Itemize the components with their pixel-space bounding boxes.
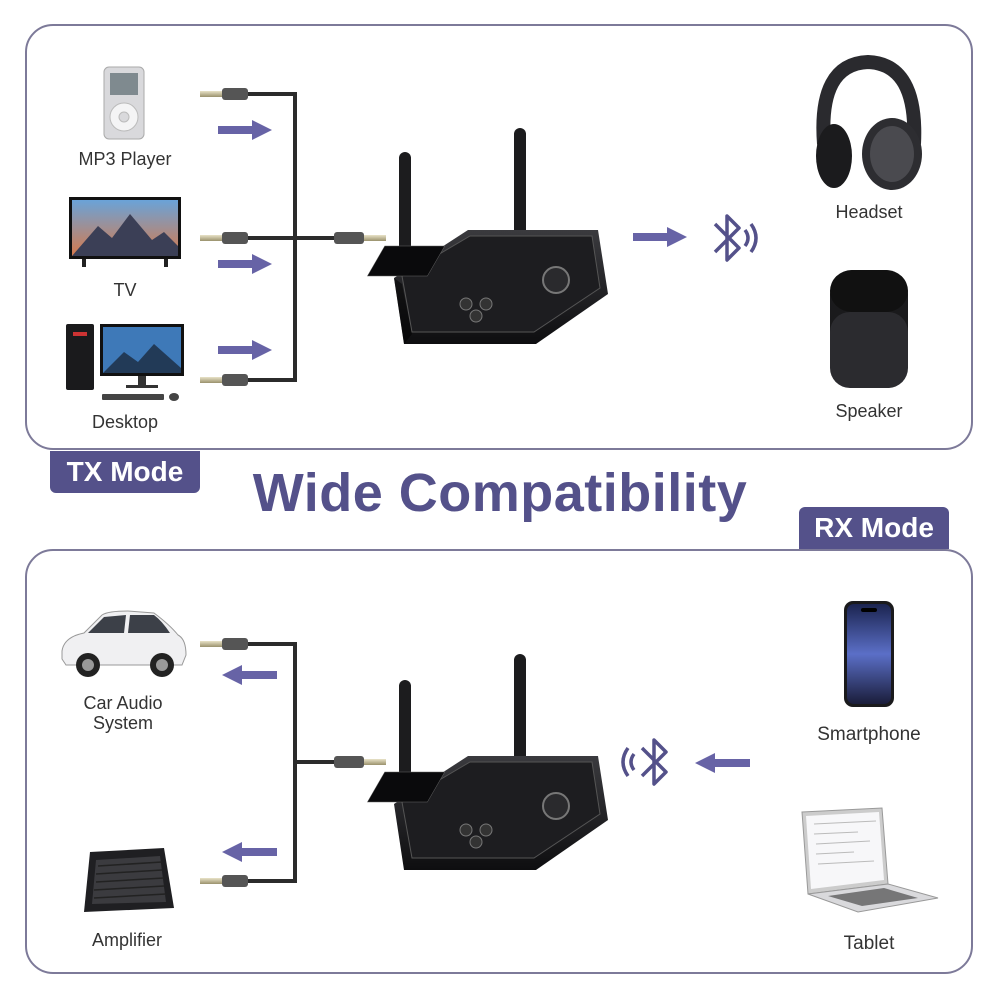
tx-cable-bundle — [200, 88, 386, 386]
smartphone-label: Smartphone — [817, 724, 921, 745]
smartphone-icon — [844, 601, 894, 707]
transmitter-device-icon — [367, 128, 608, 344]
tv-icon — [69, 197, 181, 267]
rx-cable-bundle — [200, 638, 386, 887]
car-audio-system-label: Car Audio System — [83, 693, 163, 733]
rx-in-arrow-icon — [695, 753, 750, 773]
speaker-label: Speaker — [835, 401, 903, 421]
headset-icon — [816, 54, 922, 190]
receiver-device-icon — [367, 654, 608, 870]
tx-arrow-icon — [218, 340, 272, 360]
mp3-player-icon — [103, 66, 145, 140]
tablet-label: Tablet — [843, 933, 895, 954]
tx-arrow-icon — [218, 120, 272, 140]
rx-arrow-icon — [222, 842, 277, 862]
amplifier-icon — [84, 848, 174, 912]
mp3-player-label: MP3 Player — [78, 149, 172, 169]
tx-arrow-icon — [218, 254, 272, 274]
tv-label: TV — [113, 280, 137, 300]
car-icon — [61, 610, 187, 677]
rx-mode-tag: RX Mode — [799, 507, 949, 549]
desktop-icon — [66, 324, 184, 401]
page-title: Wide Compatibility — [252, 463, 748, 523]
rx-arrow-icon — [222, 665, 277, 685]
tx-mode-tag: TX Mode — [50, 451, 200, 493]
amplifier-label: Amplifier — [91, 930, 162, 950]
speaker-icon — [830, 270, 908, 388]
headset-label: Headset — [835, 202, 903, 222]
tx-out-arrow-icon — [633, 227, 687, 247]
bluetooth-icon — [713, 214, 758, 262]
bluetooth-icon — [621, 738, 668, 786]
desktop-label: Desktop — [91, 412, 159, 432]
laptop-icon — [801, 807, 939, 913]
